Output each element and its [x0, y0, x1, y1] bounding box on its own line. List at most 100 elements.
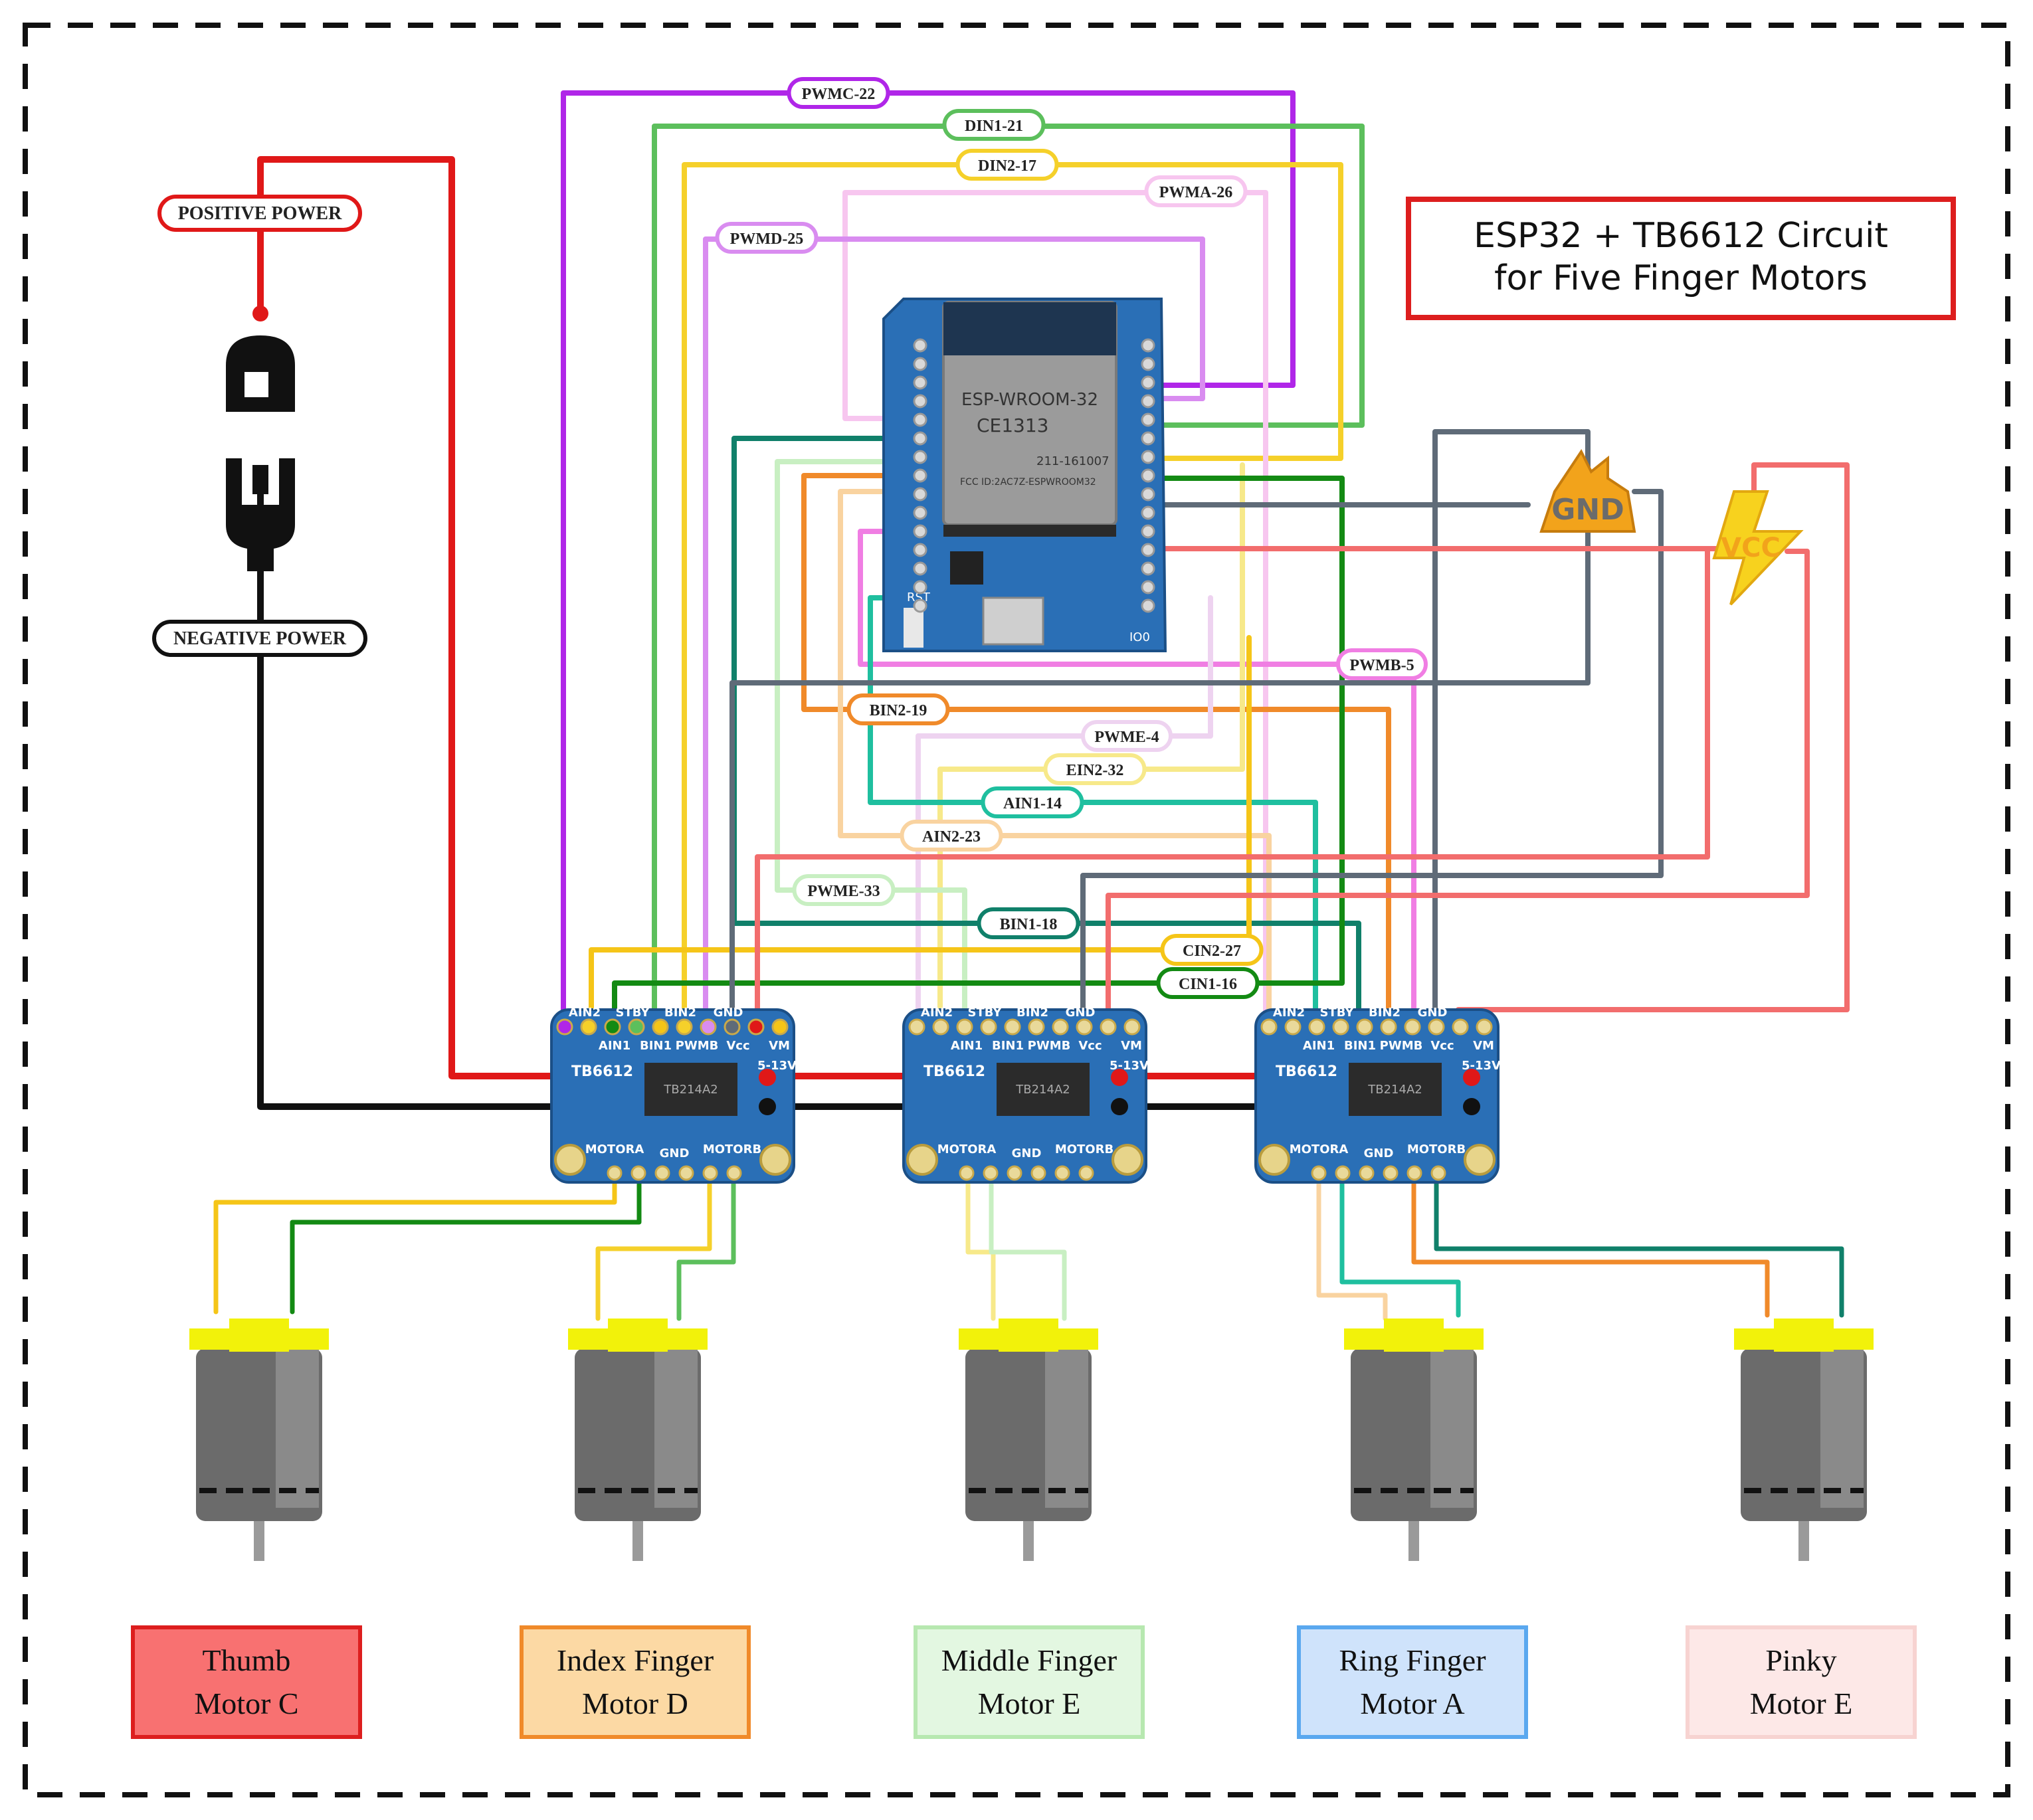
title-line-2: for Five Finger Motors — [1494, 258, 1868, 298]
signal-tag-label: PWME-4 — [1094, 729, 1159, 746]
legend-line-2: Motor E — [1750, 1686, 1853, 1720]
signal-tag: PWMA-26 — [1144, 175, 1248, 207]
dc-motor-2 — [568, 1319, 708, 1561]
driver-chip — [644, 1063, 737, 1116]
wire-pwme-33 — [775, 459, 967, 1030]
driver-pin — [1052, 1018, 1069, 1036]
signal-tag: EIN2-32 — [1043, 753, 1147, 785]
driver-pin — [678, 1165, 694, 1181]
signal-tag: BIN2-19 — [846, 693, 950, 725]
vcc-label: VCC — [1721, 533, 1781, 563]
driver-pin — [1430, 1165, 1446, 1181]
esp32-pin — [913, 543, 927, 557]
driver-motora-label: MOTORA — [1290, 1142, 1349, 1156]
esp32-pin — [1141, 543, 1155, 557]
signal-tag: AIN1-14 — [981, 786, 1084, 818]
wire-thumb-a — [213, 1170, 617, 1315]
title-box: ESP32 + TB6612 Circuit for Five Finger M… — [1406, 197, 1956, 320]
esp32-pin — [1141, 338, 1155, 353]
esp32-pin — [1141, 524, 1155, 539]
driver-pin-label: BIN2 — [664, 1006, 696, 1020]
esp32-pin — [913, 338, 927, 353]
signal-tag: PWME-33 — [792, 874, 896, 906]
signal-tag: DIN2-17 — [955, 149, 1059, 181]
signal-tag-label: AIN1-14 — [1003, 795, 1062, 812]
signal-tag: PWMD-25 — [715, 222, 819, 254]
driver-chip-text: TB214A2 — [1015, 1083, 1070, 1097]
wire-ring-b — [1339, 1170, 1461, 1318]
wire-thumb-b — [290, 1170, 642, 1315]
driver-pin — [724, 1018, 741, 1036]
signal-tag-label: PWMB-5 — [1349, 657, 1414, 674]
driver-gnd-label: GND — [1364, 1146, 1394, 1160]
driver-pin-label: PWMB — [1380, 1039, 1423, 1053]
driver-pin — [1076, 1018, 1093, 1036]
mount-hole — [1258, 1144, 1290, 1176]
driver-pin — [1311, 1165, 1327, 1181]
esp32-io-label: IO0 — [1129, 630, 1150, 644]
esp32-fcc-line: FCC ID:2AC7Z-ESPWROOM32 — [960, 477, 1096, 488]
driver-pin — [702, 1165, 718, 1181]
signal-tag-label: PWME-33 — [807, 883, 880, 900]
signal-tag-label: CIN2-27 — [1183, 943, 1241, 960]
driver-pin-label: PWMB — [676, 1039, 719, 1053]
esp32-pin — [913, 394, 927, 409]
driver-pin — [1476, 1018, 1493, 1036]
legend-line-2: Motor C — [194, 1686, 298, 1720]
esp32-pin — [913, 375, 927, 390]
wire-middle-a — [965, 1170, 996, 1321]
esp32-ce-mark: CE1313 — [977, 414, 1049, 436]
driver-gnd-terminal — [759, 1098, 776, 1115]
mount-hole — [1464, 1144, 1496, 1176]
driver-pin-label: AIN1 — [1303, 1039, 1335, 1053]
driver-motora-label: MOTORA — [937, 1142, 997, 1156]
wire-vcc-rail — [755, 462, 1850, 1030]
rst-button[interactable] — [904, 608, 923, 648]
driver-pin-label: AIN2 — [921, 1006, 953, 1020]
wire-pinky-b — [1434, 1170, 1844, 1318]
driver-pin-label: GND — [1066, 1006, 1096, 1020]
dashed-frame — [23, 23, 2010, 1797]
driver-pin — [1284, 1018, 1302, 1036]
signal-tag-label: EIN2-32 — [1066, 762, 1124, 779]
legend-line-1: Index Finger — [557, 1643, 714, 1677]
driver-pin — [1078, 1165, 1094, 1181]
legend-line-1: Middle Finger — [941, 1643, 1117, 1677]
driver-pin-label: STBY — [615, 1006, 650, 1020]
driver-motora-label: MOTORA — [585, 1142, 644, 1156]
signal-tag-label: PWMD-25 — [730, 230, 804, 248]
driver-pin-label: BIN1 — [992, 1039, 1024, 1053]
driver-pin — [700, 1018, 717, 1036]
esp32-pin — [913, 431, 927, 446]
driver-pin — [630, 1165, 646, 1181]
driver-pin — [1359, 1165, 1375, 1181]
legend-line-2: Motor A — [1360, 1686, 1464, 1720]
driver-pin — [628, 1018, 645, 1036]
wire-pwmc-22 — [561, 90, 1296, 1030]
dc-motor-1 — [189, 1319, 329, 1561]
driver-pin-label: AIN1 — [951, 1039, 983, 1053]
wire-positive-power — [257, 156, 1472, 1079]
legend-line-2: Motor D — [582, 1686, 688, 1720]
signal-tag: AIN2-23 — [900, 820, 1003, 852]
legend-line-1: Pinky — [1765, 1643, 1836, 1677]
wiring — [213, 90, 1850, 1321]
mount-hole — [759, 1144, 791, 1176]
wire-middle-b — [989, 1170, 1067, 1321]
driver-pin — [1335, 1165, 1351, 1181]
esp32-pin — [1141, 580, 1155, 594]
esp32-pin — [1141, 450, 1155, 464]
esp32-pin — [1141, 468, 1155, 483]
vcc-symbol: VCC — [1712, 490, 1804, 606]
driver-pin — [1054, 1165, 1070, 1181]
wire-ain2-23 — [838, 489, 1272, 1030]
driver-gnd-terminal — [1463, 1098, 1480, 1115]
signal-tag: CIN2-27 — [1160, 934, 1264, 966]
driver-pin — [726, 1165, 742, 1181]
signal-tag-label: DIN1-21 — [965, 118, 1023, 135]
